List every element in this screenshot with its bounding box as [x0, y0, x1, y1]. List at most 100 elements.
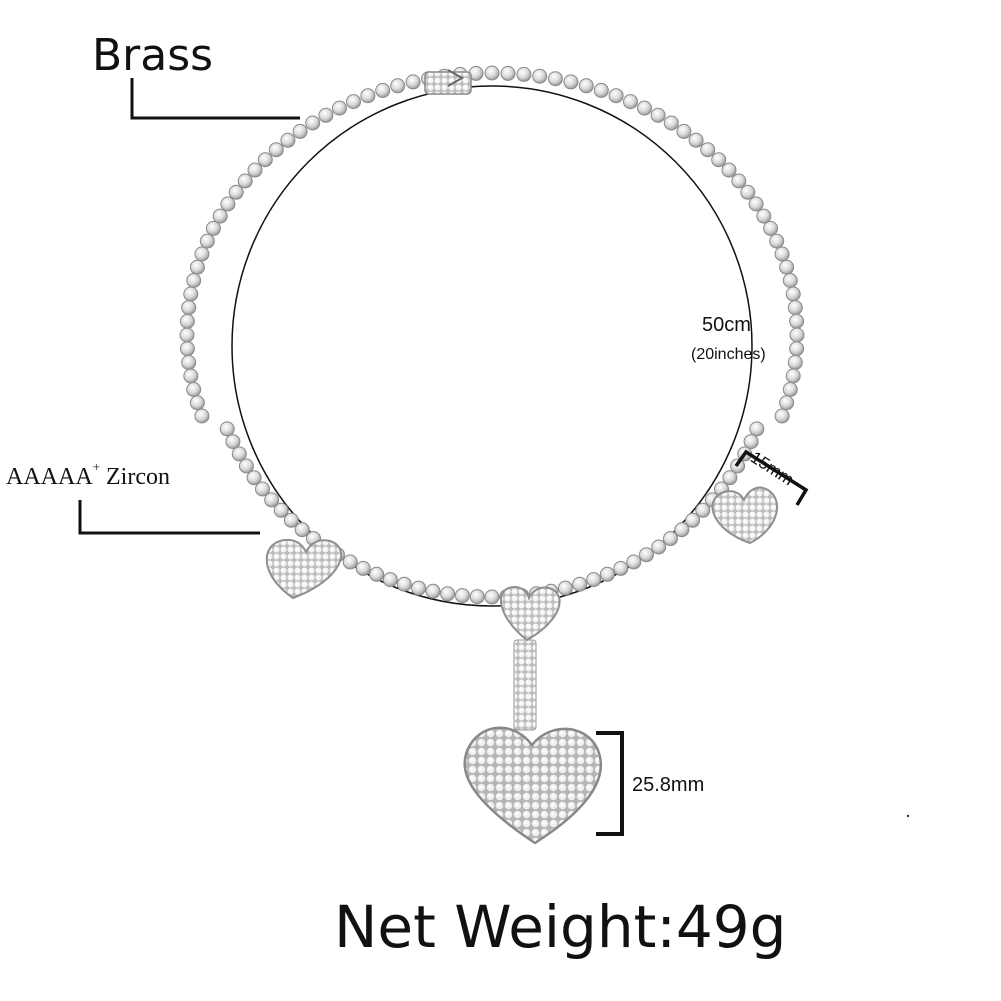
- pendant-size-bracket: [596, 731, 624, 836]
- chain-stone: [695, 502, 711, 518]
- chain-stone: [748, 196, 764, 212]
- chain-stone: [532, 68, 548, 84]
- chain-stone: [484, 589, 500, 605]
- chain-stone: [186, 273, 202, 288]
- chain-stone: [199, 233, 215, 249]
- chain-stone: [785, 286, 801, 302]
- chain-stone: [205, 220, 221, 236]
- chain-stone: [626, 554, 642, 570]
- chain-stone: [782, 382, 798, 397]
- chain-stone: [246, 470, 262, 486]
- chain-stone: [454, 588, 470, 604]
- chain-stone: [674, 522, 690, 538]
- chain-stone: [688, 132, 704, 148]
- chain-stone: [342, 554, 358, 570]
- chain-stone: [411, 580, 427, 596]
- chain-stone: [484, 65, 500, 81]
- chain-stone: [292, 123, 308, 139]
- drop-bar: [513, 639, 537, 731]
- chain-stone: [346, 94, 361, 110]
- chain-stone: [179, 313, 195, 329]
- chain-stone: [268, 142, 284, 158]
- chain-stone: [789, 327, 805, 343]
- chain-stone: [305, 115, 321, 131]
- chain-stone: [623, 94, 638, 110]
- chain-stone: [247, 162, 263, 178]
- chain-stone: [711, 152, 727, 168]
- chain-stone: [557, 580, 573, 596]
- chain-stone: [563, 74, 579, 90]
- chain-stone: [231, 446, 247, 462]
- chain-stone: [264, 492, 280, 508]
- chain-stone: [186, 382, 202, 397]
- chain-stone: [469, 589, 485, 605]
- chain-stone: [650, 107, 666, 123]
- chain-stone: [785, 368, 801, 384]
- length-cm-label: 50cm: [702, 314, 751, 336]
- chain-stone: [396, 576, 412, 592]
- heart-pendant: [463, 726, 602, 845]
- chain-stone: [375, 82, 391, 98]
- chain-stone: [194, 408, 210, 424]
- chain-stone: [273, 502, 289, 518]
- chain-stone: [700, 142, 716, 158]
- chain-stone: [390, 78, 406, 94]
- chain-stone: [663, 531, 678, 547]
- chain-stone: [238, 458, 254, 474]
- chain-stone: [639, 547, 654, 563]
- chain-stone: [663, 115, 679, 131]
- chain-stone: [743, 434, 759, 450]
- chain-stone: [787, 354, 803, 370]
- chain-stone: [782, 273, 798, 288]
- chain-stone: [212, 208, 228, 224]
- stray-dot: [906, 814, 910, 818]
- chain-stone: [789, 341, 805, 357]
- zircon-leader-line: [78, 500, 260, 535]
- chain-stone: [405, 74, 421, 90]
- chain-stone: [774, 246, 790, 262]
- chain-stone: [722, 470, 738, 486]
- chain-stone: [228, 184, 244, 200]
- length-inches-label: (20inches): [691, 346, 766, 363]
- chain-stone: [685, 512, 701, 528]
- chain-stone: [779, 395, 795, 411]
- chain-stone: [613, 560, 629, 576]
- chain-stone: [257, 152, 273, 168]
- chain-stone: [179, 327, 195, 343]
- chain-stone: [225, 434, 241, 450]
- chain-stone: [731, 173, 747, 189]
- chain-stone: [651, 539, 667, 555]
- zircon-grade: AAAAA: [6, 464, 93, 490]
- chain-stone: [789, 313, 805, 329]
- chain-stone: [440, 586, 456, 602]
- chain-stone: [756, 208, 772, 224]
- heart-charm-right: [711, 486, 779, 545]
- chain-stone: [355, 560, 371, 576]
- chain-stone: [220, 196, 236, 212]
- zircon-plus: +: [92, 459, 101, 474]
- chain-stone: [779, 259, 795, 275]
- length-measure-circle: [231, 85, 753, 607]
- chain-stone: [787, 300, 803, 316]
- chain-stone: [255, 481, 270, 497]
- zircon-text: Zircon: [100, 464, 170, 490]
- chain-stone: [425, 583, 441, 599]
- net-weight-label: Net Weight:49g: [334, 893, 787, 961]
- chain-stone: [280, 132, 296, 148]
- chain-stone: [179, 341, 195, 357]
- chain-stone: [294, 522, 310, 538]
- chain-stone: [578, 78, 594, 94]
- chain-stone: [181, 354, 197, 370]
- chain-stone: [608, 88, 624, 104]
- chain-stone: [382, 572, 398, 588]
- chain-stone: [332, 100, 347, 116]
- chain-stone: [769, 233, 785, 249]
- chain-stone: [318, 107, 334, 123]
- chain-stone: [599, 566, 615, 582]
- chain-stone: [237, 173, 253, 189]
- chain-stone: [749, 421, 765, 437]
- chain-stone: [586, 572, 602, 588]
- chain-stone: [283, 512, 299, 528]
